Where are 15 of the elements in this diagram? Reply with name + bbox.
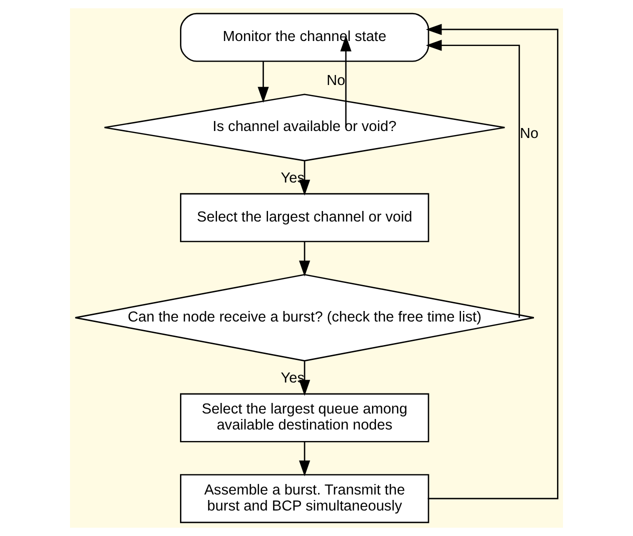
arrow — [426, 24, 558, 500]
node-box: Monitor the channel state — [180, 12, 430, 62]
edge-label: No — [520, 126, 539, 142]
node-box: Select the largest channel or void — [180, 193, 430, 242]
arrow — [299, 442, 310, 476]
arrow — [426, 40, 520, 318]
arrow — [258, 62, 269, 103]
arrow — [299, 242, 310, 277]
edge-label: No — [326, 72, 346, 89]
arrow — [299, 361, 310, 396]
arrow — [340, 35, 352, 128]
node-box: Assemble a burst. Transmit the burst and BCP simultaneously — [180, 474, 430, 524]
node-box: Select the largest queue among available destination nodes — [180, 393, 430, 442]
node-diamond: Can the node receive a burst? (check the free time list) — [74, 274, 534, 362]
arrow — [299, 161, 310, 196]
